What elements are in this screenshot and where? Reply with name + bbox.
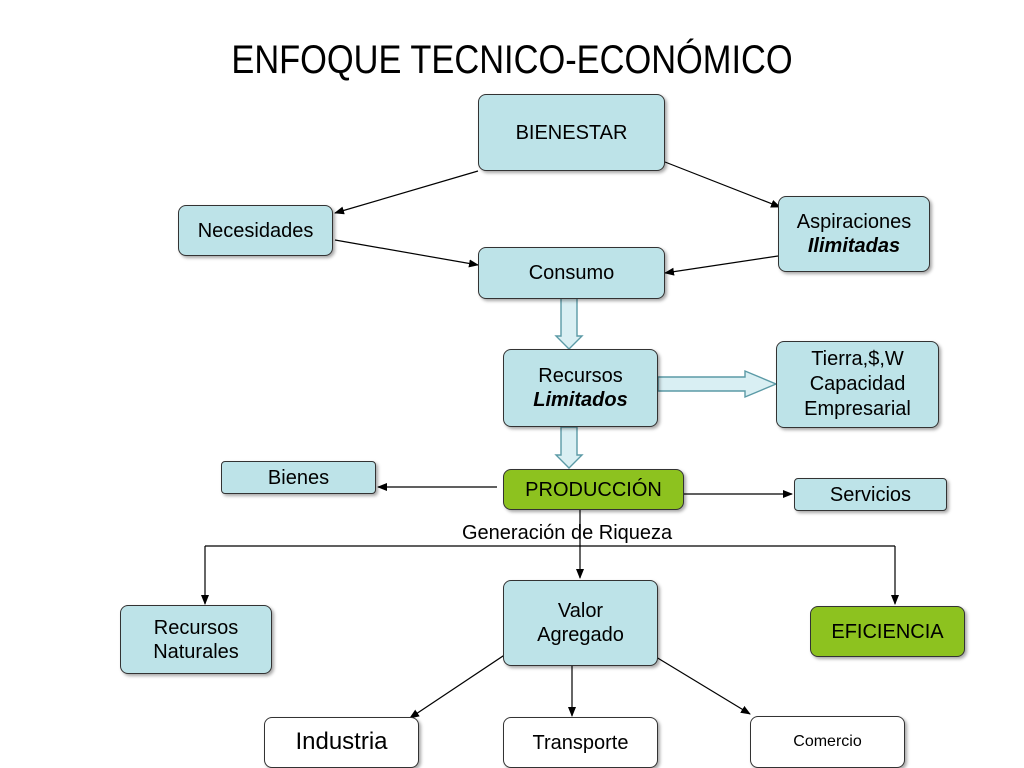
page-title: ENFOQUE TECNICO-ECONÓMICO [231, 38, 793, 82]
node-bienestar-label: BIENESTAR [515, 121, 628, 144]
node-bienes-label: Bienes [267, 466, 330, 489]
node-aspiraciones-line2: Ilimitadas [807, 235, 901, 257]
node-recursos-limitados[interactable]: Recursos Limitados [503, 349, 658, 427]
arrow-bienestar-aspiraciones [664, 161, 781, 208]
node-transporte[interactable]: Transporte [503, 717, 658, 768]
arrow-necesidades-consumo [334, 239, 479, 268]
node-produccion[interactable]: PRODUCCIÓN [503, 469, 684, 510]
node-servicios[interactable]: Servicios [794, 478, 947, 511]
block-arrow-consumo-recursos [554, 297, 584, 350]
node-produccion-label: PRODUCCIÓN [525, 478, 662, 501]
node-comercio-label: Comercio [793, 733, 862, 751]
node-valor-agregado[interactable]: Valor Agregado [503, 580, 658, 666]
node-tierra-line3: Empresarial [804, 398, 911, 420]
arrow-aspiraciones-consumo [664, 255, 779, 276]
node-recursos-limitados-line1: Recursos [538, 365, 623, 387]
node-consumo-label: Consumo [528, 262, 615, 284]
arrow-valor-industria [409, 649, 513, 719]
node-aspiraciones[interactable]: Aspiraciones Ilimitadas [778, 196, 930, 272]
node-recursos-naturales[interactable]: Recursos Naturales [120, 605, 272, 674]
node-bienestar[interactable]: BIENESTAR [478, 94, 665, 171]
node-tierra-line1: Tierra,$,W [811, 348, 904, 370]
generacion-riqueza-caption: Generación de Riqueza [462, 522, 673, 544]
node-industria[interactable]: Industria [264, 717, 419, 768]
arrow-valor-comercio [655, 656, 751, 715]
node-industria-label: Industria [295, 728, 388, 756]
block-arrow-recursos-produccion [554, 426, 584, 469]
node-recursos-naturales-line2: Naturales [153, 640, 239, 663]
node-tierra-line2: Capacidad [809, 373, 906, 395]
node-bienes[interactable]: Bienes [221, 461, 376, 494]
arrow-bienestar-necesidades [334, 170, 479, 215]
node-transporte-label: Transporte [532, 731, 629, 754]
node-recursos-limitados-line2: Limitados [533, 389, 628, 411]
node-tierra-capacidad[interactable]: Tierra,$,W Capacidad Empresarial [776, 341, 939, 428]
node-consumo[interactable]: Consumo [478, 247, 665, 299]
node-aspiraciones-line1: Aspiraciones [796, 211, 912, 233]
node-necesidades[interactable]: Necesidades [178, 205, 333, 256]
node-valor-agregado-line2: Agregado [537, 624, 624, 646]
node-recursos-naturales-line1: Recursos [153, 616, 239, 639]
node-eficiencia-label: EFICIENCIA [831, 620, 944, 643]
node-comercio[interactable]: Comercio [750, 716, 905, 768]
node-eficiencia[interactable]: EFICIENCIA [810, 606, 965, 657]
node-necesidades-label: Necesidades [197, 219, 314, 242]
node-valor-agregado-line1: Valor [557, 600, 604, 622]
block-arrow-recursos-tierra [657, 369, 778, 399]
node-servicios-label: Servicios [829, 483, 912, 506]
